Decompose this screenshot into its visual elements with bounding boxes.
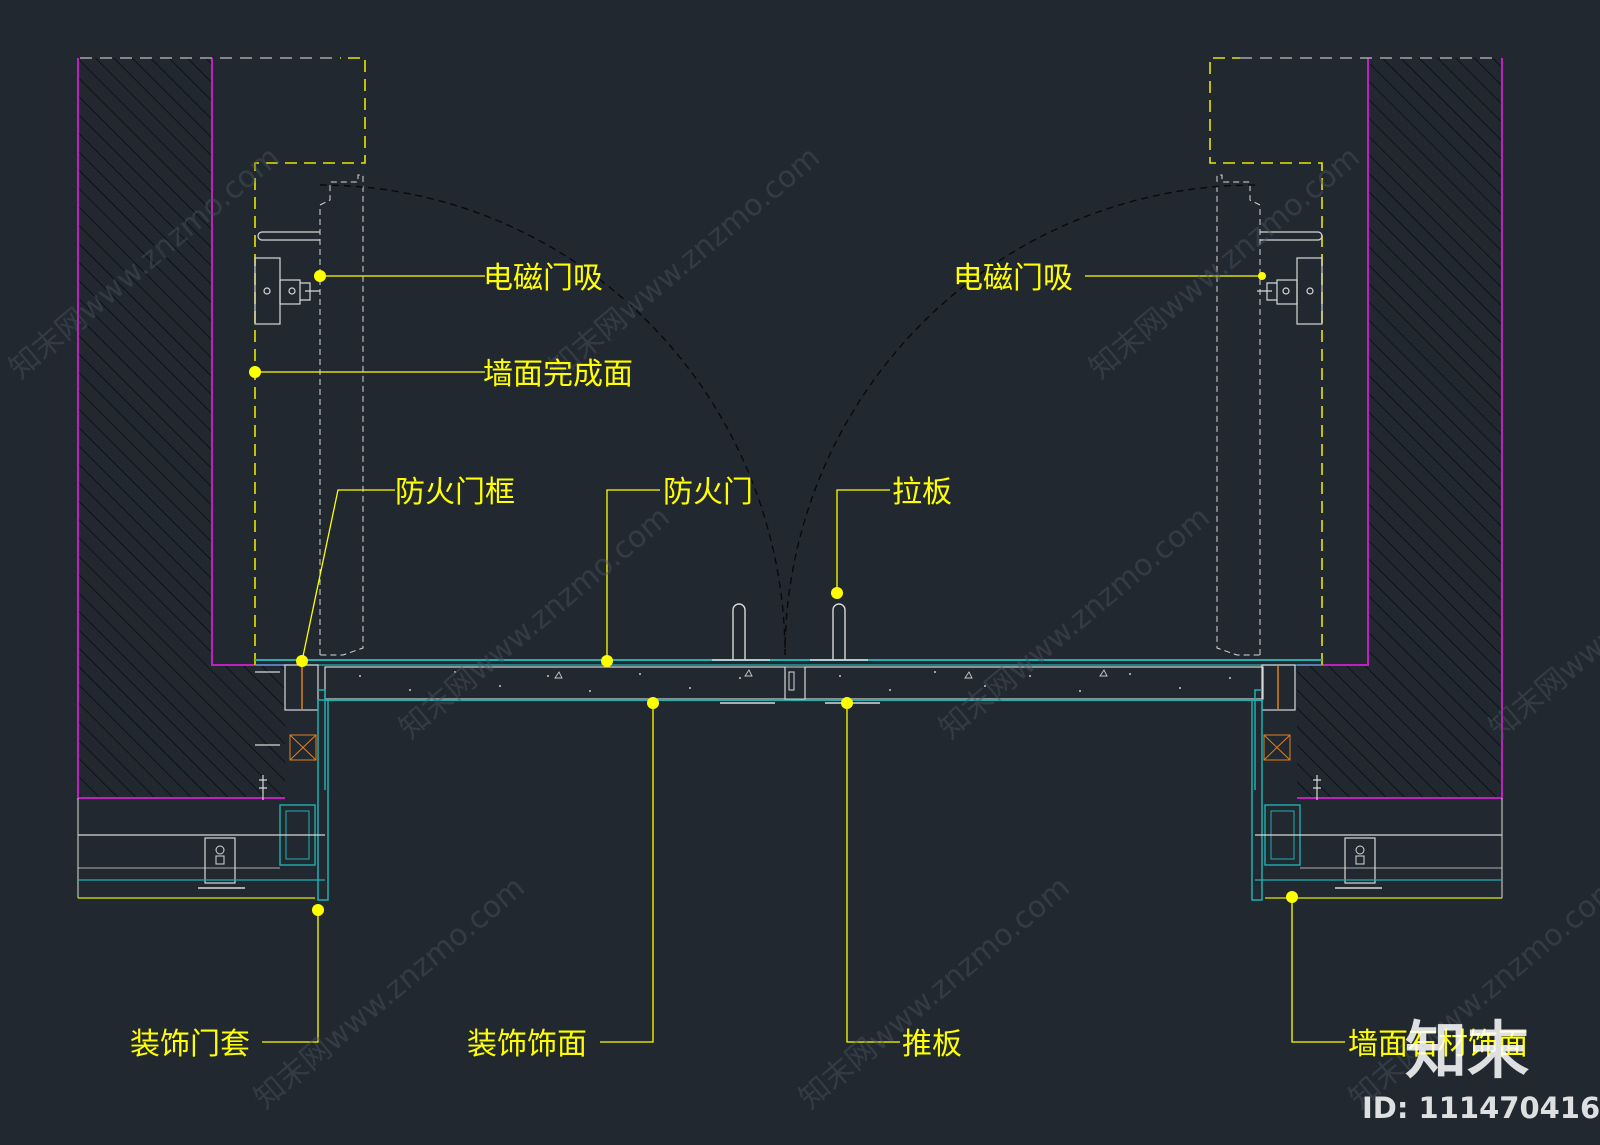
left-magnetic-holder-detail <box>254 231 320 325</box>
label-decorative-door-casing: 装饰门套 <box>130 1027 250 1062</box>
left-wall-hatch <box>78 58 285 798</box>
left-frame-casing-detail <box>198 664 329 901</box>
label-fire-door: 防火门 <box>663 475 753 510</box>
stone-cladding-layers <box>77 798 1503 899</box>
right-opening-dashed <box>1216 174 1261 656</box>
label-pull-plate: 拉板 <box>892 475 952 510</box>
label-push-plate: 推板 <box>902 1027 962 1062</box>
leader-dots <box>249 270 1298 916</box>
watermark-text: 知末网www.znzmo.com <box>793 870 1077 1116</box>
label-decorative-finish: 装饰饰面 <box>467 1027 587 1062</box>
left-door-swing-arc <box>319 184 786 656</box>
watermark-text: 知末网www.znzmo.com <box>1083 140 1367 386</box>
label-magnetic-holder-left: 电磁门吸 <box>483 261 603 296</box>
watermark-layer: 知末网www.znzmo.com 知末网www.znzmo.com 知末网www… <box>3 140 1600 1116</box>
fire-door-leaves <box>255 659 1322 704</box>
watermark-text: 知末网www.znzmo.com <box>933 500 1217 746</box>
watermark-text: 知末网www.znzmo.com <box>393 500 677 746</box>
left-wall-finish-dashed <box>254 57 366 665</box>
right-wall-hatch <box>1297 58 1502 798</box>
watermark-text: 知末网www.znzmo.com <box>248 870 532 1116</box>
right-wall-finish-dashed <box>1209 57 1323 665</box>
brand-watermark: 知末 <box>1405 1014 1529 1087</box>
label-wall-finish-surface: 墙面完成面 <box>483 357 633 392</box>
label-wall-stone-finish: 墙面石材饰面 <box>1348 1027 1528 1062</box>
pull-plate-handles <box>712 603 868 661</box>
label-fire-door-frame: 防火门框 <box>395 475 515 510</box>
image-id-watermark: ID: 1114704161 <box>1362 1091 1600 1125</box>
label-magnetic-holder-right: 电磁门吸 <box>953 261 1073 296</box>
left-opening-dashed <box>319 174 364 656</box>
right-door-swing-arc <box>784 184 1256 656</box>
right-magnetic-holder-detail <box>1257 231 1323 325</box>
leader-lines <box>255 275 1345 1043</box>
